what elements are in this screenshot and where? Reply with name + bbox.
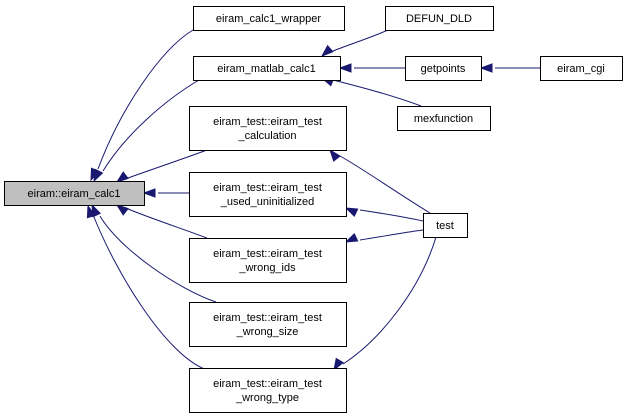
node-wrapper[interactable]: eiram_calc1_wrapper: [193, 6, 345, 31]
node-box: [4, 181, 145, 206]
edge-line: [332, 79, 422, 107]
node-box: [189, 368, 347, 413]
node-box: [405, 56, 482, 81]
edge-test-to-wrong_type: [333, 236, 437, 372]
node-box: [540, 56, 623, 81]
node-box: [397, 106, 491, 131]
edge-getpoints-to-matlab: [338, 63, 405, 73]
node-label: eiram_matlab_calc1: [217, 63, 315, 75]
arrowhead: [344, 232, 359, 243]
edge-test-to-uninit: [344, 207, 424, 222]
node-getpoints[interactable]: getpoints: [405, 56, 482, 81]
edge-matlab-to-root: [93, 79, 200, 183]
arrowhead: [338, 63, 352, 73]
arrowhead: [344, 207, 359, 218]
edge-line: [102, 79, 200, 172]
node-label: eiram_test::eiram_test: [213, 312, 322, 324]
node-wrong_type[interactable]: eiram_test::eiram_test_wrong_type: [189, 368, 347, 413]
node-box: [193, 6, 345, 31]
arrowhead: [142, 188, 156, 198]
node-label: _wrong_ids: [238, 262, 296, 274]
node-uninit[interactable]: eiram_test::eiram_test_used_uninitialize…: [189, 172, 347, 217]
node-calculation[interactable]: eiram_test::eiram_test_calculation: [189, 106, 347, 151]
node-cgi[interactable]: eiram_cgi: [540, 56, 623, 81]
node-label: test: [436, 220, 454, 232]
node-box: [385, 6, 494, 31]
edge-line: [127, 149, 208, 179]
node-box: [189, 106, 347, 151]
edge-line: [127, 208, 208, 239]
edge-cgi-to-getpoints: [479, 63, 540, 73]
edge-line: [99, 215, 217, 303]
node-label: eiram_test::eiram_test: [213, 378, 322, 390]
node-root[interactable]: eiram::eiram_calc1: [4, 181, 145, 206]
node-label: mexfunction: [414, 113, 473, 125]
node-box: [193, 56, 341, 81]
edge-wrong_ids-to-root: [115, 204, 208, 239]
edge-wrapper-to-root: [90, 29, 194, 182]
arrowhead: [115, 171, 129, 183]
node-matlab[interactable]: eiram_matlab_calc1: [193, 56, 341, 81]
arrowhead: [329, 148, 341, 162]
arrowhead: [93, 168, 104, 183]
node-test[interactable]: test: [423, 213, 468, 238]
node-box: [189, 302, 347, 347]
edge-test-to-wrong_ids: [344, 229, 424, 243]
node-label: _calculation: [237, 130, 296, 142]
node-label: eiram_cgi: [557, 63, 605, 75]
node-label: eiram_test::eiram_test: [213, 182, 322, 194]
node-label: eiram_calc1_wrapper: [216, 13, 321, 25]
edge-line: [339, 155, 431, 214]
node-label: DEFUN_DLD: [406, 13, 472, 25]
node-box: [423, 213, 468, 238]
node-label: _wrong_type: [235, 392, 299, 404]
edge-defun-to-matlab: [320, 29, 389, 57]
nodes: eiram::eiram_calc1 eiram_calc1_wrappereir…: [4, 6, 623, 413]
node-box: [189, 238, 347, 283]
arrowhead: [479, 63, 493, 73]
node-defun[interactable]: DEFUN_DLD: [385, 6, 494, 31]
node-label: eiram_test::eiram_test: [213, 248, 322, 260]
node-wrong_ids[interactable]: eiram_test::eiram_test_wrong_ids: [189, 238, 347, 283]
node-label: _used_uninitialized: [220, 196, 315, 208]
node-label: eiram::eiram_calc1: [28, 188, 121, 200]
edge-test-to-calculation: [329, 148, 431, 214]
edge-calculation-to-root: [115, 149, 208, 183]
arrowhead: [333, 357, 344, 372]
edges: [86, 29, 540, 372]
node-label: eiram_test::eiram_test: [213, 116, 322, 128]
arrowhead: [320, 44, 334, 57]
node-label: _wrong_size: [236, 326, 299, 338]
edge-line: [359, 209, 424, 222]
node-mexfunction[interactable]: mexfunction: [397, 106, 491, 131]
arrowhead: [115, 204, 129, 216]
edge-wrong_type-to-root: [86, 204, 208, 371]
edge-line: [359, 229, 424, 241]
edge-line: [342, 236, 437, 365]
edge-uninit-to-root: [142, 188, 189, 198]
node-wrong_size[interactable]: eiram_test::eiram_test_wrong_size: [189, 302, 347, 347]
arrowhead: [86, 204, 96, 219]
node-box: [189, 172, 347, 217]
edge-line: [93, 216, 208, 371]
node-label: getpoints: [421, 63, 466, 75]
edge-mexfunction-to-matlab: [320, 77, 422, 107]
edge-line: [332, 29, 389, 52]
edge-line: [97, 29, 194, 170]
